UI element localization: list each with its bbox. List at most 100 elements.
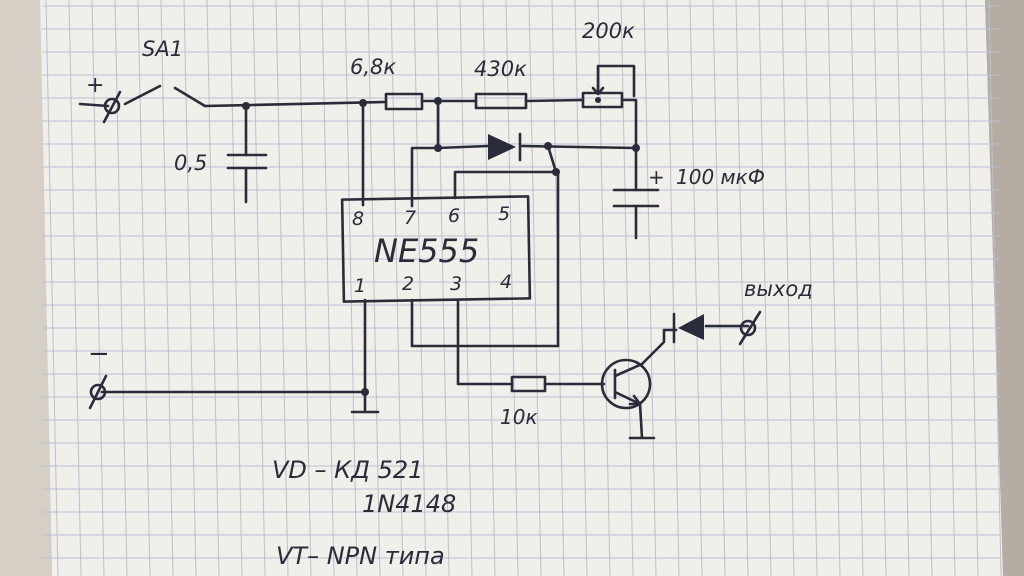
grid-line xyxy=(919,0,933,576)
plus-terminal-label: + xyxy=(86,73,104,98)
cap-timing-plus: + xyxy=(648,165,665,189)
top-rail-left xyxy=(203,100,388,108)
grid-line xyxy=(482,0,496,576)
ic-pin-6: 6 xyxy=(448,205,460,227)
junction-dot xyxy=(544,142,552,150)
pin7-wire xyxy=(410,99,440,208)
cap-supply-label: 0,5 xyxy=(174,151,207,175)
transistor-emitter xyxy=(613,390,642,406)
plus-terminal-lead xyxy=(78,102,110,108)
pot-right-lead xyxy=(620,98,638,150)
switch-label: SA1 xyxy=(142,37,183,61)
note-vd-line1: VD – КД 521 xyxy=(272,456,423,484)
grid-line xyxy=(781,0,795,576)
top-rail-right xyxy=(524,98,585,103)
resistor-r1-label: 6,8к xyxy=(350,55,396,79)
grid-line xyxy=(689,0,703,576)
switch-sa1 xyxy=(123,84,207,108)
pin2-loop xyxy=(410,170,560,348)
grid-line xyxy=(942,0,956,576)
grid-line xyxy=(68,0,82,576)
resistors xyxy=(384,84,624,393)
grid-line xyxy=(643,0,657,576)
junction-dot xyxy=(242,102,250,110)
junction-dot xyxy=(434,97,442,105)
labels: SA1 + − выход 0,5 + 100 мкФ 6,8к 430к 20… xyxy=(86,19,813,570)
circuit-wiring xyxy=(78,64,750,440)
grid-line xyxy=(873,0,887,576)
paper-sheet xyxy=(40,0,1003,576)
junction-dot xyxy=(595,97,601,103)
resistor-base-label: 10к xyxy=(500,405,538,429)
potentiometer-label: 200к xyxy=(582,19,635,43)
junction-dot xyxy=(434,144,442,152)
grid-line xyxy=(459,0,473,576)
ic-pin-8: 8 xyxy=(352,208,364,230)
ic-pin-7: 7 xyxy=(404,207,416,229)
pot-wiper xyxy=(596,64,636,98)
terminals xyxy=(88,90,762,410)
grid-line xyxy=(758,0,772,576)
junction-dot xyxy=(552,168,560,176)
ic-pin-3: 3 xyxy=(450,273,462,295)
grid-line xyxy=(91,0,105,576)
resistor-r1 xyxy=(384,92,424,111)
minus-terminal xyxy=(89,383,107,401)
grid-line xyxy=(574,0,588,576)
grid-line xyxy=(505,0,519,576)
grid-line xyxy=(597,0,611,576)
resistor-r2 xyxy=(474,92,528,110)
grid-line xyxy=(988,0,1002,576)
transistor-collector xyxy=(613,362,644,378)
junction-dot xyxy=(361,388,369,396)
transistor-collector-lead xyxy=(640,328,666,366)
grid-line xyxy=(436,0,450,576)
capacitors xyxy=(226,153,660,208)
cap-timing-label: 100 мкФ xyxy=(676,165,765,189)
output-terminal-label: выход xyxy=(744,277,813,301)
output-terminal xyxy=(739,319,757,337)
grid-line xyxy=(965,0,979,576)
note-vt: VT– NPN типа xyxy=(276,542,445,570)
grid-line xyxy=(413,0,427,576)
transistor-emitter-arrow xyxy=(628,394,642,406)
pin3-wire xyxy=(456,298,606,386)
grid-line xyxy=(252,0,266,576)
grid-line xyxy=(367,0,381,576)
paper-shadow-left xyxy=(0,0,52,576)
grid-lines xyxy=(42,0,1002,576)
grid-line xyxy=(735,0,749,576)
grid-line xyxy=(45,0,59,576)
junction-dot xyxy=(632,144,640,152)
grid-line xyxy=(827,0,841,576)
ic-pin-1: 1 xyxy=(354,275,366,297)
cap-supply-symbol xyxy=(226,153,268,170)
grid-line xyxy=(666,0,680,576)
grid-line xyxy=(528,0,542,576)
transistor-body xyxy=(600,358,652,410)
minus-terminal-label: − xyxy=(88,339,110,369)
cap-timing-symbol xyxy=(612,188,660,208)
grid-line xyxy=(896,0,910,576)
grid-line xyxy=(390,0,404,576)
transistor-emitter-lead xyxy=(628,402,656,440)
ic-pin-2: 2 xyxy=(402,273,414,295)
grid-line xyxy=(206,0,220,576)
plus-terminal xyxy=(103,97,121,115)
ic-name: NE555 xyxy=(374,232,479,270)
grid-line xyxy=(298,0,312,576)
grid-line xyxy=(804,0,818,576)
pin6-wire xyxy=(453,144,558,200)
diodes xyxy=(488,132,704,344)
ic-pin-4: 4 xyxy=(500,271,512,293)
ic-pin-5: 5 xyxy=(498,203,510,225)
grid-line xyxy=(850,0,864,576)
diode-output xyxy=(678,314,704,340)
transistor-vt xyxy=(600,358,652,410)
grid-line xyxy=(275,0,289,576)
grid-line xyxy=(160,0,174,576)
grid-line xyxy=(321,0,335,576)
resistor-base xyxy=(510,375,547,393)
note-vd-line2: 1N4148 xyxy=(362,490,456,518)
